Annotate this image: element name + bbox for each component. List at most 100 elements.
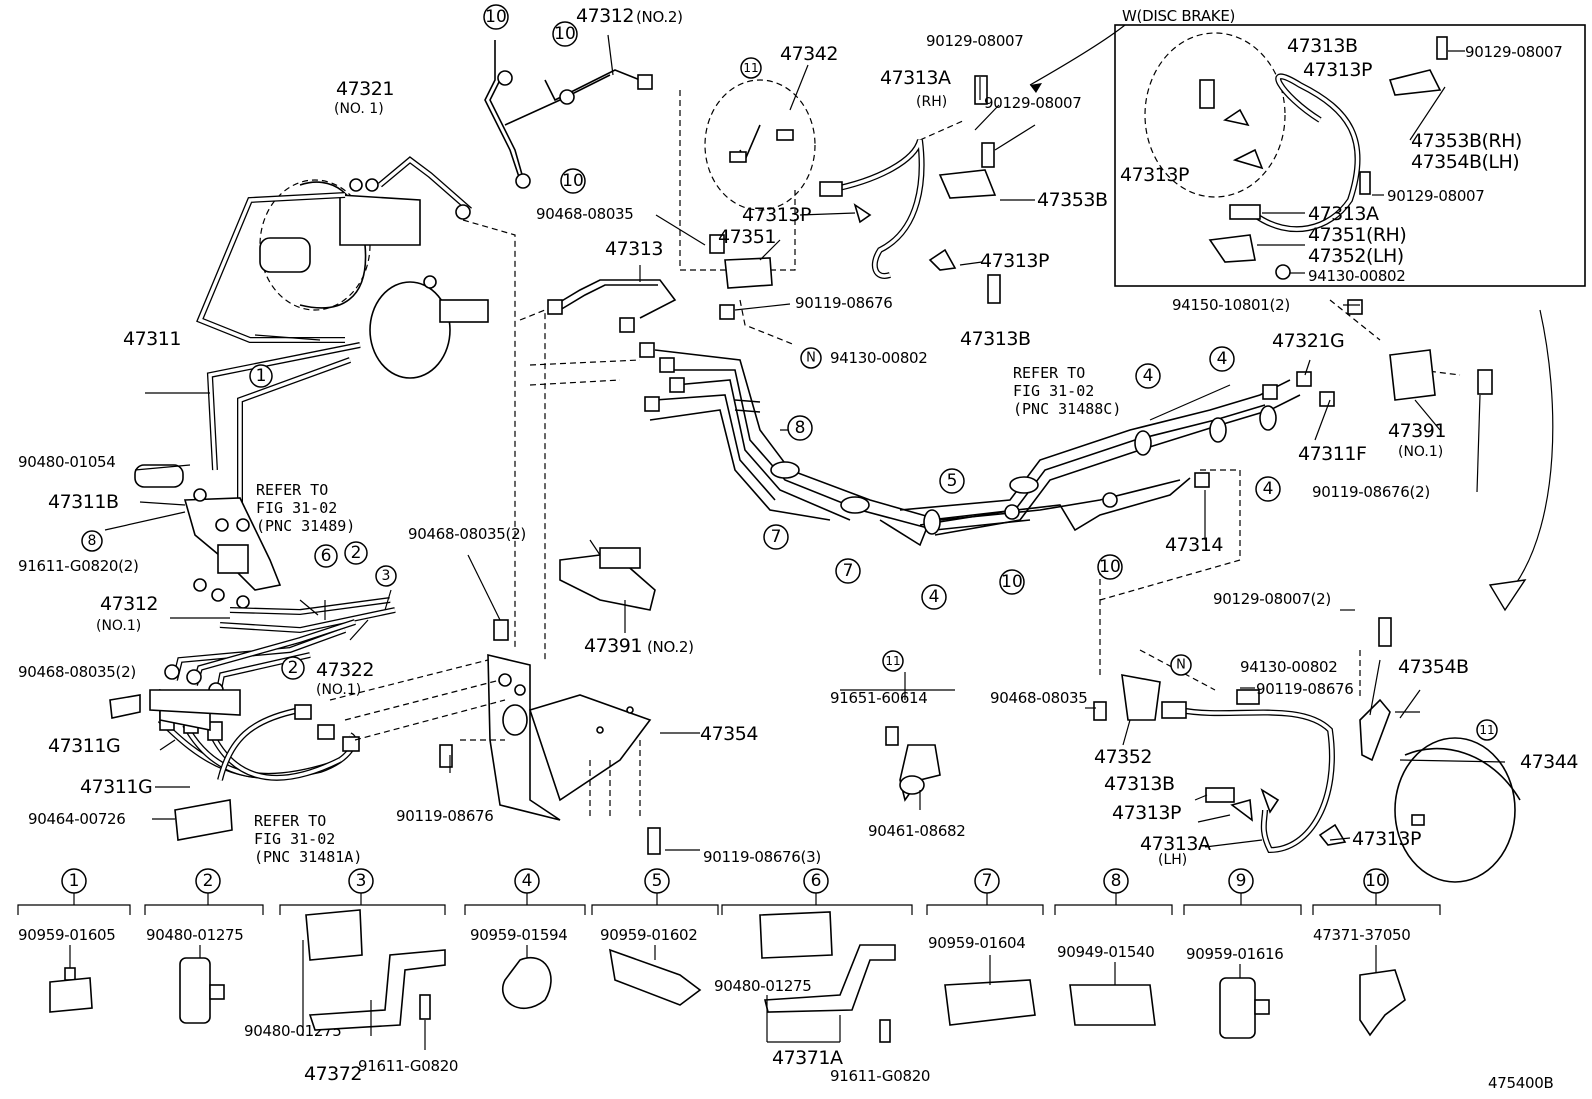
- callout-11: [740, 57, 762, 79]
- callout-7-label: 7: [843, 561, 854, 581]
- label-90129-08007-a: 90129-08007: [926, 32, 1024, 50]
- hose-47313A-lh: [1093, 617, 1521, 883]
- label-47313P-d: 47313P: [1352, 828, 1421, 850]
- label-47312-no2-sub: (NO.2): [636, 8, 683, 26]
- callout-5-label: 5: [947, 471, 958, 491]
- inset-clip-a: [1222, 108, 1250, 127]
- label-47313P-c: 47313P: [1112, 802, 1181, 824]
- callout-10-label: 10: [1099, 557, 1121, 577]
- label-47321: 47321: [336, 78, 394, 100]
- inset-clip-b: [1232, 148, 1264, 170]
- rear-tube-bundle: [639, 299, 1493, 547]
- callout-4: [1135, 363, 1161, 389]
- legend-3-bracket: [308, 949, 446, 1031]
- master-cylinder-reservoir: [369, 281, 451, 379]
- inset-label-94130-00802: 94130-00802: [1308, 267, 1406, 285]
- legend-3-clamp: [305, 909, 363, 961]
- label-47321-sub: (NO. 1): [334, 101, 384, 117]
- callout-5: [939, 468, 965, 494]
- legend-4-clamp: [502, 957, 552, 1010]
- callout-N-label: N: [806, 351, 816, 366]
- label-90468-08035-b: 90468-08035: [990, 689, 1088, 707]
- label-refer-2-fig: FIG 31-02: [256, 499, 337, 517]
- callout-11-label: 11: [885, 654, 900, 668]
- label-47312-no1-sub: (NO.1): [96, 618, 141, 634]
- callout-1: [249, 364, 273, 388]
- callout-6: [314, 544, 338, 568]
- callout-4-label: 4: [929, 587, 940, 607]
- label-47312-no1: 47312: [100, 593, 158, 615]
- inset-label-47352-lh: 47352(LH): [1308, 245, 1404, 267]
- label-refer-2-pnc: (PNC 31489): [256, 517, 355, 535]
- bracket-47351: [724, 257, 773, 289]
- label-refer-1: REFER TO: [1013, 364, 1085, 382]
- label-90464-00726: 90464-00726: [28, 810, 126, 828]
- illustration-code: 475400B: [1488, 1074, 1553, 1092]
- legend-8-num: 8: [1111, 871, 1122, 891]
- callout-11: [1476, 719, 1498, 741]
- legend-1-clamp: [49, 977, 93, 1013]
- inset-hose-fitting: [1229, 204, 1261, 220]
- label-47313B-a: 47313B: [960, 328, 1030, 350]
- callout-3-label: 3: [382, 568, 391, 584]
- clip-90468-08035-b: [493, 619, 509, 641]
- label-47351: 47351: [718, 226, 776, 248]
- label-91651-60614: 91651-60614: [830, 689, 928, 707]
- label-47391-no2-sub: (NO.2): [647, 638, 694, 656]
- label-47313P-a: 47313P: [742, 204, 811, 226]
- label-90129-08007-2: 90129-08007(2): [1213, 590, 1331, 608]
- label-47322-sub: (NO.1): [316, 682, 361, 698]
- label-47311G-b: 47311G: [80, 776, 152, 798]
- legend-7-num: 7: [982, 871, 993, 891]
- clip-90468-08035-a: [709, 234, 725, 254]
- inset-bracket: [1208, 234, 1256, 263]
- label-47313: 47313: [605, 238, 663, 260]
- callouts: 10 10 10 11 1 8 6 2 3 2 8 7 7 4 10 10 5 …: [81, 4, 1498, 741]
- inset-label-47353B-rh: 47353B(RH): [1411, 130, 1522, 152]
- legend-7-clamp: [944, 979, 1036, 1026]
- inset-bolt-mid: [1359, 171, 1371, 195]
- drum-47342: [704, 79, 816, 211]
- callout-8: [81, 530, 103, 552]
- legend-6-part2: 47371A: [772, 1047, 843, 1069]
- label-47391-no2: 47391: [584, 635, 642, 657]
- tube-47313: [547, 234, 773, 333]
- misc-hardware: [134, 464, 1506, 855]
- label-47353B: 47353B: [1037, 189, 1107, 211]
- label-refer-3-pnc: (PNC 31481A): [254, 848, 362, 866]
- label-47313A-rh: 47313A: [880, 67, 951, 89]
- legend-1-part: 90959-01605: [18, 926, 116, 944]
- callout-10: [483, 4, 509, 30]
- legend-9-part: 90959-01616: [1186, 945, 1284, 963]
- label-90119-08676-2: 90119-08676(2): [1312, 483, 1430, 501]
- callout-10-label: 10: [1001, 572, 1023, 592]
- clip-90468-08035: [109, 694, 141, 719]
- label-90468-08035-a: 90468-08035: [536, 205, 634, 223]
- callout-7: [763, 524, 789, 550]
- legend-5-part: 90959-01602: [600, 926, 698, 944]
- callout-8: [787, 415, 813, 441]
- callout-4: [1255, 476, 1281, 502]
- legend-1-clip: [64, 967, 76, 981]
- label-94130-00802-b: 94130-00802: [1240, 658, 1338, 676]
- legend-3-part3: 91611-G0820: [358, 1057, 458, 1075]
- label-47344: 47344: [1520, 751, 1578, 773]
- label-47311B: 47311B: [48, 491, 118, 513]
- inset-bracket-top: [1388, 69, 1442, 96]
- label-90480-01054: 90480-01054: [18, 453, 116, 471]
- label-94130-00802-a: 94130-00802: [830, 349, 928, 367]
- label-47313B-b: 47313B: [1104, 773, 1174, 795]
- callout-N: [800, 347, 822, 369]
- inset-label-47313A: 47313A: [1308, 203, 1379, 225]
- legend-5-clamp: [608, 948, 702, 1006]
- inset-label-47313P-a: 47313P: [1303, 59, 1372, 81]
- legend-2-clamp: [179, 957, 211, 1024]
- callout-4-label: 4: [1263, 479, 1274, 499]
- reservoir-cap: [439, 299, 489, 323]
- label-47354: 47354: [700, 723, 758, 745]
- inset-label-47351-rh: 47351(RH): [1308, 224, 1406, 246]
- disc-brake-arrow: [1514, 309, 1554, 586]
- part-labels: 47312 (NO.2) 47342 90129-08007 47313A (R…: [18, 5, 1579, 868]
- legend-8-part: 90949-01540: [1057, 943, 1155, 961]
